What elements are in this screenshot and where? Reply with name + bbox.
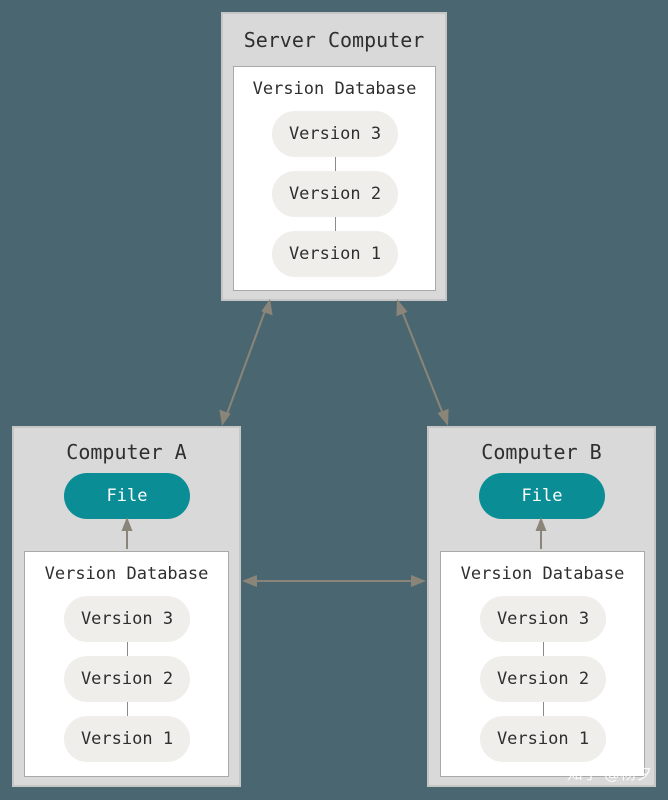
computer-b-database-title: Version Database xyxy=(460,564,625,584)
server-computer-title: Server Computer xyxy=(243,28,425,52)
arrow-computer-a-to-computer-b xyxy=(242,575,426,587)
computer-a-version-1: Version 1 xyxy=(64,716,190,762)
computer-b-box: Computer B File Version Database Version… xyxy=(427,426,656,787)
server-connector-3-2 xyxy=(335,157,336,171)
computer-a-version-database: Version Database Version 3 Version 2 Ver… xyxy=(24,551,229,777)
computer-b-version-1: Version 1 xyxy=(480,716,606,762)
computer-a-connector-2-1 xyxy=(127,702,128,716)
computer-a-file: File xyxy=(64,473,190,519)
computer-b-connector-3-2 xyxy=(543,642,544,656)
computer-b-title: Computer B xyxy=(481,440,602,464)
computer-b-version-database: Version Database Version 3 Version 2 Ver… xyxy=(440,551,645,777)
computer-a-version-3: Version 3 xyxy=(64,596,190,642)
computer-a-box: Computer A File Version Database Version… xyxy=(12,426,241,787)
watermark: 知乎 @杨夕 xyxy=(566,764,652,783)
arrow-database-to-file-b xyxy=(535,517,547,549)
server-computer-box: Server Computer Version Database Version… xyxy=(221,12,447,301)
computer-b-connector-2-1 xyxy=(543,702,544,716)
computer-b-file: File xyxy=(479,473,605,519)
server-connector-2-1 xyxy=(335,217,336,231)
computer-b-version-3: Version 3 xyxy=(480,596,606,642)
computer-a-database-title: Version Database xyxy=(44,564,209,584)
server-version-1: Version 1 xyxy=(272,231,398,277)
server-version-2: Version 2 xyxy=(272,171,398,217)
server-version-3: Version 3 xyxy=(272,111,398,157)
computer-a-connector-3-2 xyxy=(127,642,128,656)
arrow-database-to-file-a xyxy=(121,517,133,549)
computer-b-version-2: Version 2 xyxy=(480,656,606,702)
arrow-server-to-computer-b xyxy=(396,299,449,426)
computer-a-title: Computer A xyxy=(66,440,187,464)
server-version-database: Version Database Version 3 Version 2 Ver… xyxy=(233,66,436,291)
arrow-server-to-computer-a xyxy=(219,299,273,426)
server-database-title: Version Database xyxy=(252,79,417,99)
computer-a-version-2: Version 2 xyxy=(64,656,190,702)
